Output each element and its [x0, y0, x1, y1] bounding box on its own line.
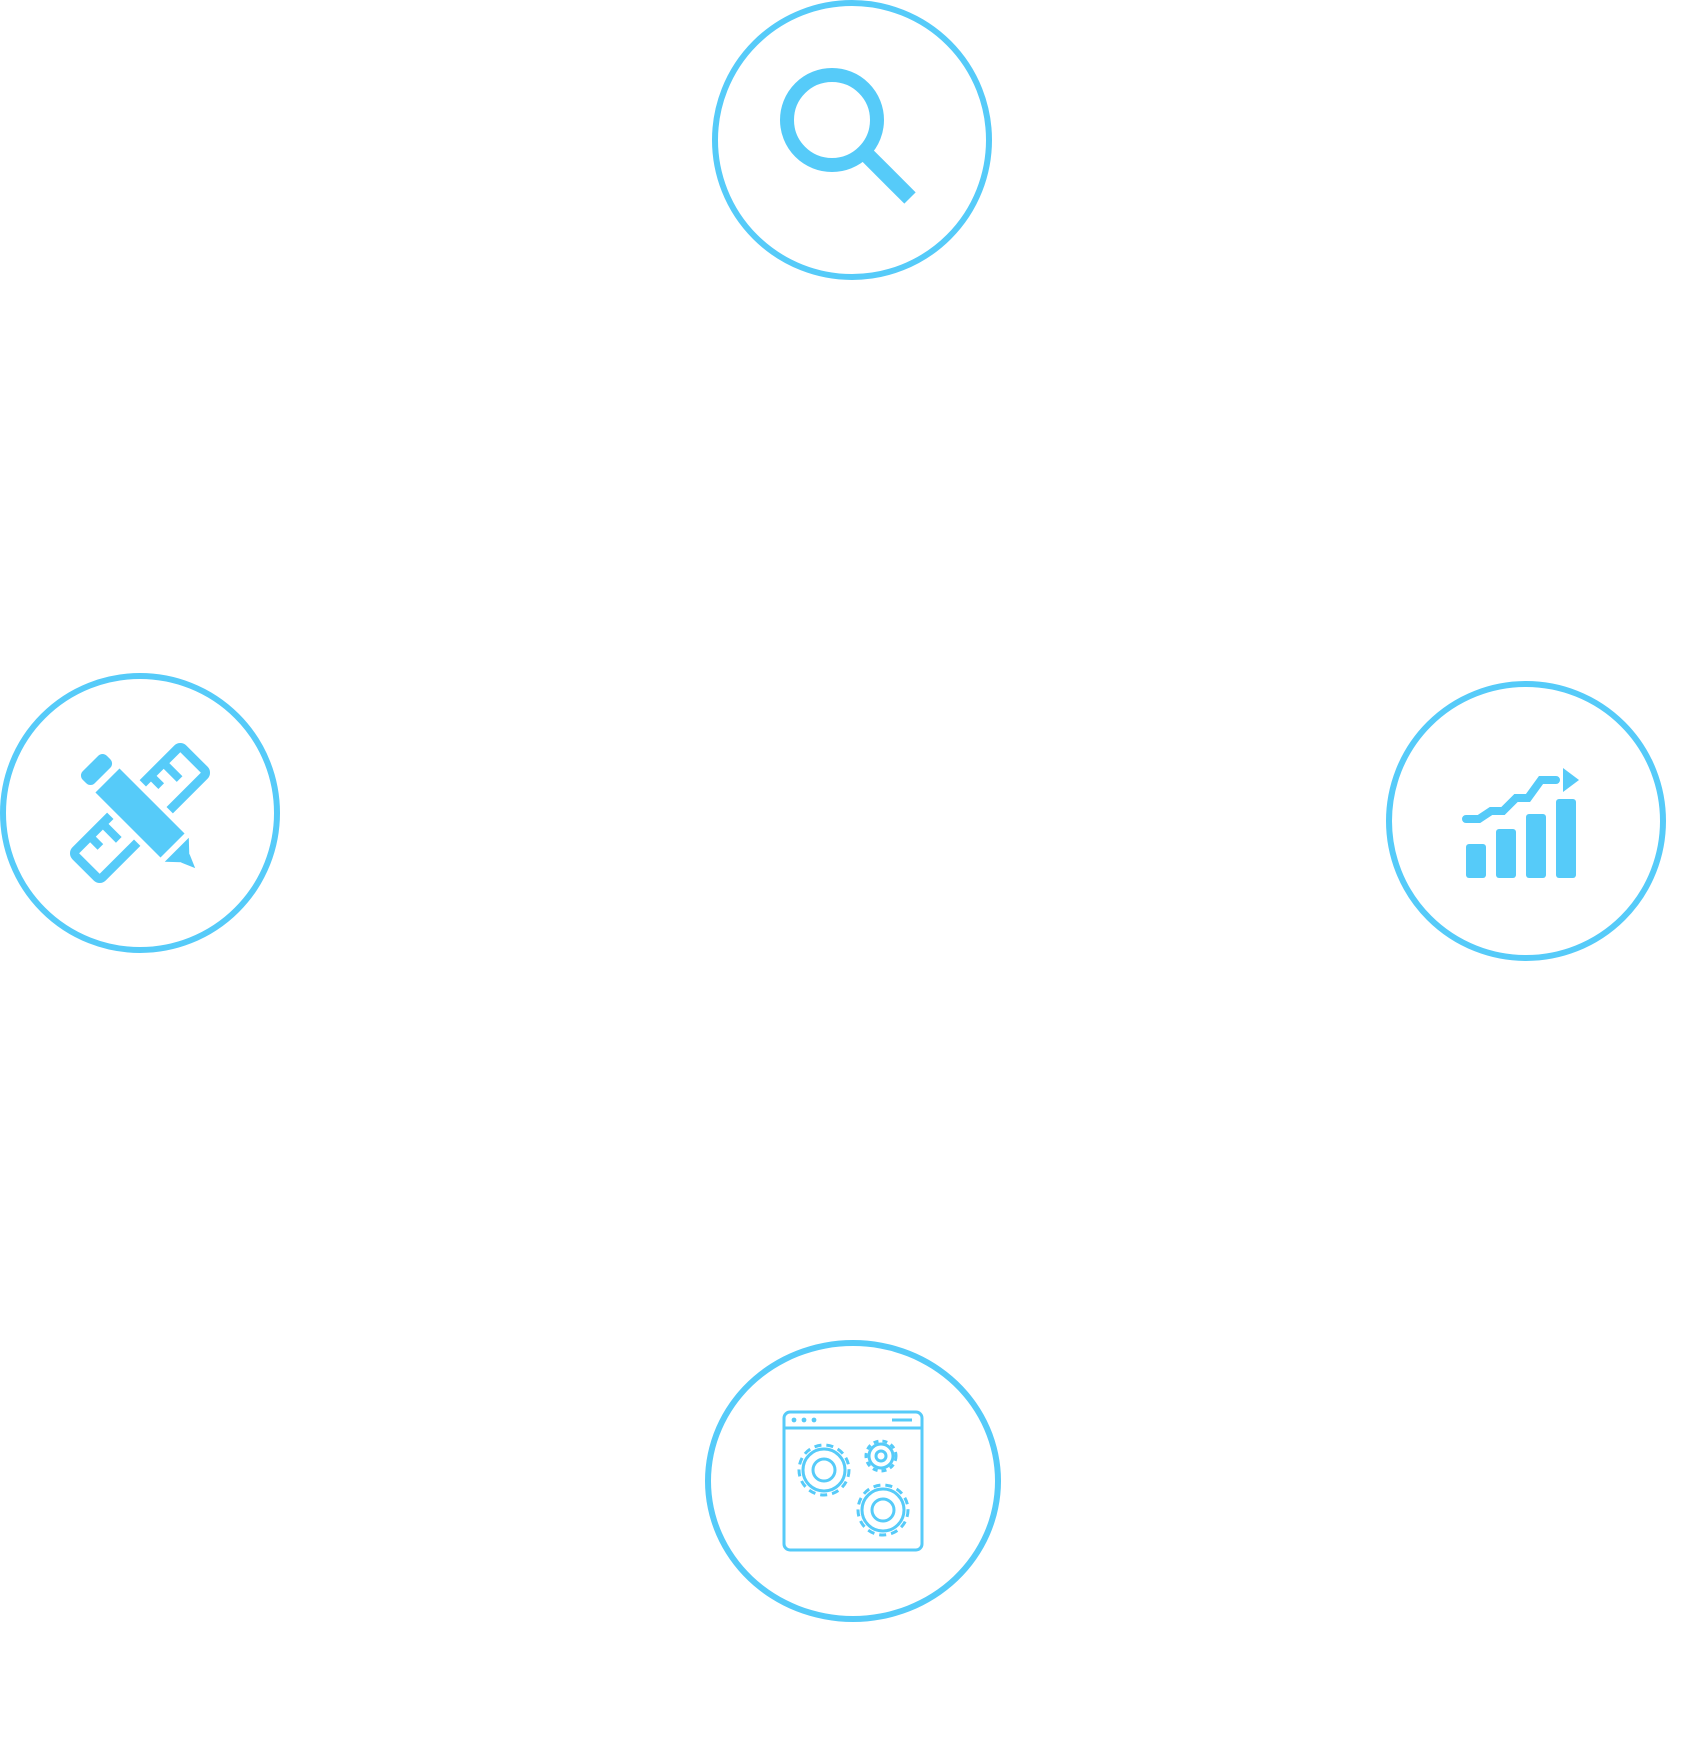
search-node-ring: [712, 0, 992, 280]
growth-node-ring: [1386, 681, 1666, 961]
browser-gears-icon: [782, 1410, 924, 1552]
magnifying-glass-icon: [777, 65, 927, 215]
design-node-ring: [0, 673, 280, 953]
pencil-and-ruler-icon: [65, 738, 215, 888]
development-node-ring: [705, 1340, 1001, 1622]
growth-bar-chart-icon: [1461, 756, 1591, 886]
